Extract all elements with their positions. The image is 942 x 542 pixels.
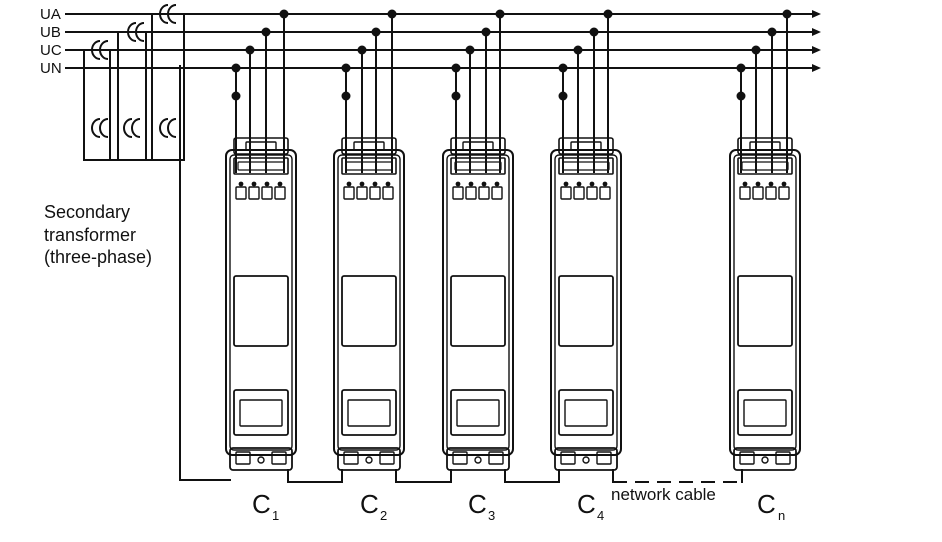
svg-text:4: 4 <box>597 508 604 523</box>
device-c2-wires <box>341 9 397 173</box>
network-cable-label: network cable <box>611 485 716 504</box>
svg-text:C: C <box>468 489 487 519</box>
device-c4-wires <box>558 9 613 173</box>
svg-text:C: C <box>252 489 271 519</box>
ct-coil-icon <box>91 40 109 60</box>
transformer-note-line-3: (three-phase) <box>44 247 152 267</box>
device-cn-wires <box>736 9 792 173</box>
svg-text:2: 2 <box>380 508 387 523</box>
device-c4 <box>550 9 622 471</box>
svg-text:C: C <box>360 489 379 519</box>
bus-label-un: UN <box>40 60 62 77</box>
device-c3-wires <box>451 9 505 173</box>
bus-arrow-1 <box>812 28 821 36</box>
ct-coil-icon <box>159 4 177 24</box>
bus-arrow-3 <box>812 64 821 72</box>
ct-coil-icon <box>123 118 141 138</box>
transformer-note-line-1: Secondary <box>44 202 130 222</box>
svg-text:C: C <box>757 489 776 519</box>
current-transformers <box>83 4 231 481</box>
bus-arrow-0 <box>812 10 821 18</box>
ct-coil-icon <box>159 118 177 138</box>
svg-text:n: n <box>778 508 785 523</box>
svg-text:C: C <box>577 489 596 519</box>
bus-lines <box>65 10 821 72</box>
transformer-note-line-2: transformer <box>44 225 136 245</box>
device-c1 <box>225 9 297 471</box>
ct-coil-icon <box>91 118 109 138</box>
svg-text:3: 3 <box>488 508 495 523</box>
bus-label-ua: UA <box>40 6 61 23</box>
svg-text:1: 1 <box>272 508 279 523</box>
ct-coil-icon <box>127 22 145 42</box>
device-cn <box>729 9 801 471</box>
device-c1-wires <box>231 9 289 173</box>
network-cable-links <box>287 469 743 483</box>
bus-arrow-2 <box>812 46 821 54</box>
bus-label-ub: UB <box>40 24 61 41</box>
device-c3 <box>442 9 514 471</box>
bus-label-uc: UC <box>40 42 62 59</box>
device-c2 <box>333 9 405 471</box>
